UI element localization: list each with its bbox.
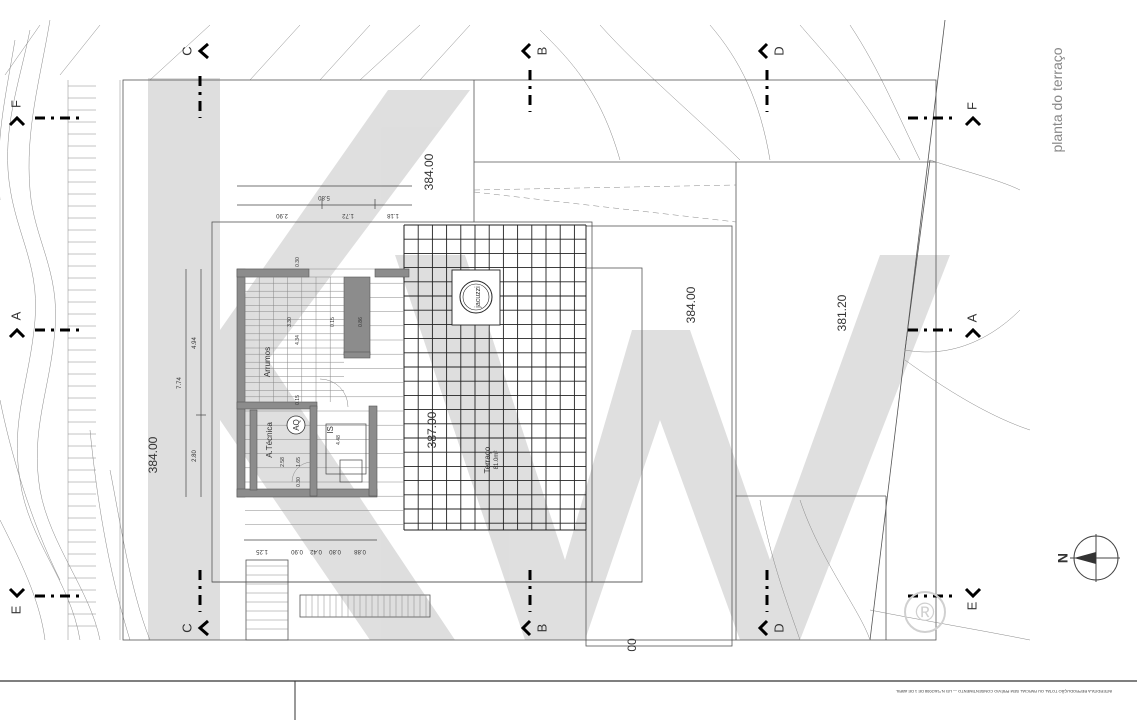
water-heater-label: AQ <box>292 419 301 431</box>
terrain-contours-left <box>0 19 151 641</box>
entrance-stair <box>245 559 431 641</box>
dimension-bottom: 1.25 0.90 0.42 0.80 0.88 <box>244 539 377 554</box>
dim-bottom-4: 0.80 <box>329 548 341 554</box>
north-arrow: N <box>1055 534 1120 582</box>
room-labels: Terraço 81.0m² Arrumos A.Técnica IS AQ <box>263 347 500 473</box>
dim-small-6: 0.15 <box>295 395 301 405</box>
jacuzzi-label: jacuzzi <box>475 286 482 309</box>
section-f-left: F <box>8 100 23 108</box>
dim-bottom-3: 0.42 <box>310 548 322 554</box>
section-b-bottom: B <box>534 624 549 633</box>
dim-top-seg-3: 1.18 <box>387 212 399 218</box>
north-label: N <box>1055 553 1071 563</box>
wc-label: IS <box>326 426 335 434</box>
section-b-top: B <box>534 47 549 56</box>
dim-small-2: 3.30 <box>287 317 293 327</box>
dim-top-seg-1: 2.90 <box>276 212 288 218</box>
section-f-right: F <box>964 102 979 110</box>
level-right-inner: 384.00 <box>684 286 698 323</box>
dim-left-seg-2: 2.80 <box>192 450 198 462</box>
section-e-right: E <box>964 601 979 610</box>
technical-label: A.Técnica <box>265 422 274 458</box>
interior-walls <box>236 268 410 498</box>
dim-top-seg-2: 1.72 <box>342 212 354 218</box>
level-far-right: 381.20 <box>835 294 849 331</box>
svg-text:®: ® <box>915 597 934 627</box>
stair-treads-left <box>67 80 121 640</box>
section-d-bottom: D <box>771 623 786 632</box>
dim-small-9: 0.30 <box>296 477 302 487</box>
wc-fixtures <box>286 378 367 483</box>
section-a-left: A <box>8 311 23 320</box>
dim-small-5: 0.15 <box>330 317 336 327</box>
dim-small-8: 1.65 <box>296 457 302 467</box>
terrace-label: Terraço <box>483 446 492 473</box>
level-labels: 384.00 384.00 387.00 384.00 381.20 00 <box>146 153 849 651</box>
section-markers: C C B B D D F F A A E E <box>8 42 982 637</box>
sheet-title: planta do terraço <box>1049 47 1065 152</box>
level-top: 384.00 <box>422 153 436 190</box>
dim-left-total: 7.74 <box>177 377 183 389</box>
terrace-area: 81.0m² <box>494 451 500 470</box>
dim-top-total: 5.80 <box>318 194 330 200</box>
section-c-top: C <box>179 46 194 55</box>
dim-small-10: 4.48 <box>336 435 342 445</box>
level-left: 384.00 <box>146 436 160 473</box>
dim-bottom-1: 1.25 <box>256 548 268 554</box>
dimension-left: 7.74 4.94 2.80 <box>177 269 206 497</box>
dimension-top: 5.80 2.90 1.72 1.18 <box>237 185 412 218</box>
dim-bottom-2: 0.90 <box>291 548 303 554</box>
terrain-hatch-top <box>4 24 921 161</box>
dim-small-3: 4.34 <box>295 335 301 345</box>
dim-small-4: 0.86 <box>358 317 364 327</box>
section-a-right: A <box>964 313 979 322</box>
stair-treads <box>68 85 96 627</box>
section-c-bottom: C <box>179 623 194 632</box>
registered-mark: ® <box>904 591 946 633</box>
dim-small-7: 2.58 <box>280 457 286 467</box>
jacuzzi: jacuzzi <box>451 269 501 326</box>
watermark-logo <box>148 78 950 640</box>
footer-note: INTERDITA A REPRODUÇÃO TOTAL OU PARCIAL … <box>895 689 1112 694</box>
section-d-top: D <box>771 46 786 55</box>
level-partial: 00 <box>625 638 639 652</box>
dimension-small: 0.30 3.30 4.34 0.86 0.15 0.15 2.58 1.65 … <box>280 257 364 487</box>
section-e-left: E <box>8 605 23 614</box>
storage-grid <box>244 276 344 402</box>
title-block: INTERDITA A REPRODUÇÃO TOTAL OU PARCIAL … <box>0 680 1137 720</box>
level-terrace: 387.00 <box>425 411 439 448</box>
dim-bottom-5: 0.88 <box>354 548 366 554</box>
dim-left-seg-1: 4.94 <box>192 337 198 349</box>
dim-small-1: 0.30 <box>295 257 301 267</box>
storage-label: Arrumos <box>263 347 272 377</box>
